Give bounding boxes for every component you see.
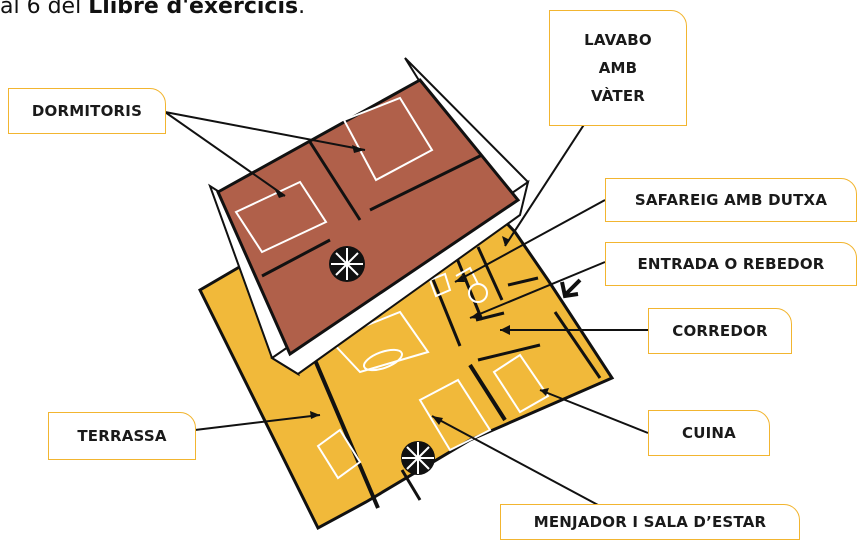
interior-wall <box>553 311 602 379</box>
header-suffix: . <box>298 0 306 19</box>
sofa-outline <box>328 310 430 374</box>
terrace-wall <box>310 352 380 509</box>
interior-wall <box>468 363 507 422</box>
kitchen-counter <box>492 353 550 414</box>
upper-floor <box>208 57 530 377</box>
interior-wall <box>475 311 505 322</box>
ceiling-fan-symbol <box>329 246 365 282</box>
label-terrassa: TERRASSA <box>48 412 196 460</box>
label-dormitoris: DORMITORIS <box>8 88 166 134</box>
entrance-arrow-icon <box>560 278 582 299</box>
label-corredor: CORREDOR <box>648 308 792 354</box>
dining-table <box>418 378 492 452</box>
interior-wall <box>428 271 462 347</box>
bed-right <box>342 96 434 182</box>
label-cuina: CUINA <box>648 410 770 456</box>
label-lavabo-amb-vater: LAVABO AMB VÀTER <box>549 10 687 126</box>
terrace-table <box>316 428 362 480</box>
header-book-title: Llibre d'exercicis <box>88 0 299 19</box>
shower-fixture <box>455 266 479 285</box>
interior-wall <box>400 469 422 501</box>
header-prefix: al 6 del <box>0 0 89 19</box>
upper-wall <box>261 238 331 278</box>
interior-wall <box>477 343 541 362</box>
label-safareig-amb-dutxa: SAFAREIG AMB DUTXA <box>605 178 857 222</box>
interior-wall <box>507 276 539 287</box>
plant-symbol <box>401 441 435 475</box>
upper-wall <box>369 153 483 212</box>
upper-wall <box>308 141 362 221</box>
label-entrada-o-rebedor: ENTRADA O REBEDOR <box>605 242 857 286</box>
leader-arrowheads <box>274 145 549 425</box>
coffee-table <box>363 348 403 372</box>
page-header: al 6 del Llibre d'exercicis. <box>0 0 305 19</box>
label-menjador-i-sala-destar: MENJADOR I SALA D’ESTAR <box>500 504 800 540</box>
leader-lines <box>164 99 649 506</box>
interior-wall <box>454 255 484 321</box>
interior-wall <box>476 246 504 301</box>
sink-fixture <box>428 272 452 298</box>
